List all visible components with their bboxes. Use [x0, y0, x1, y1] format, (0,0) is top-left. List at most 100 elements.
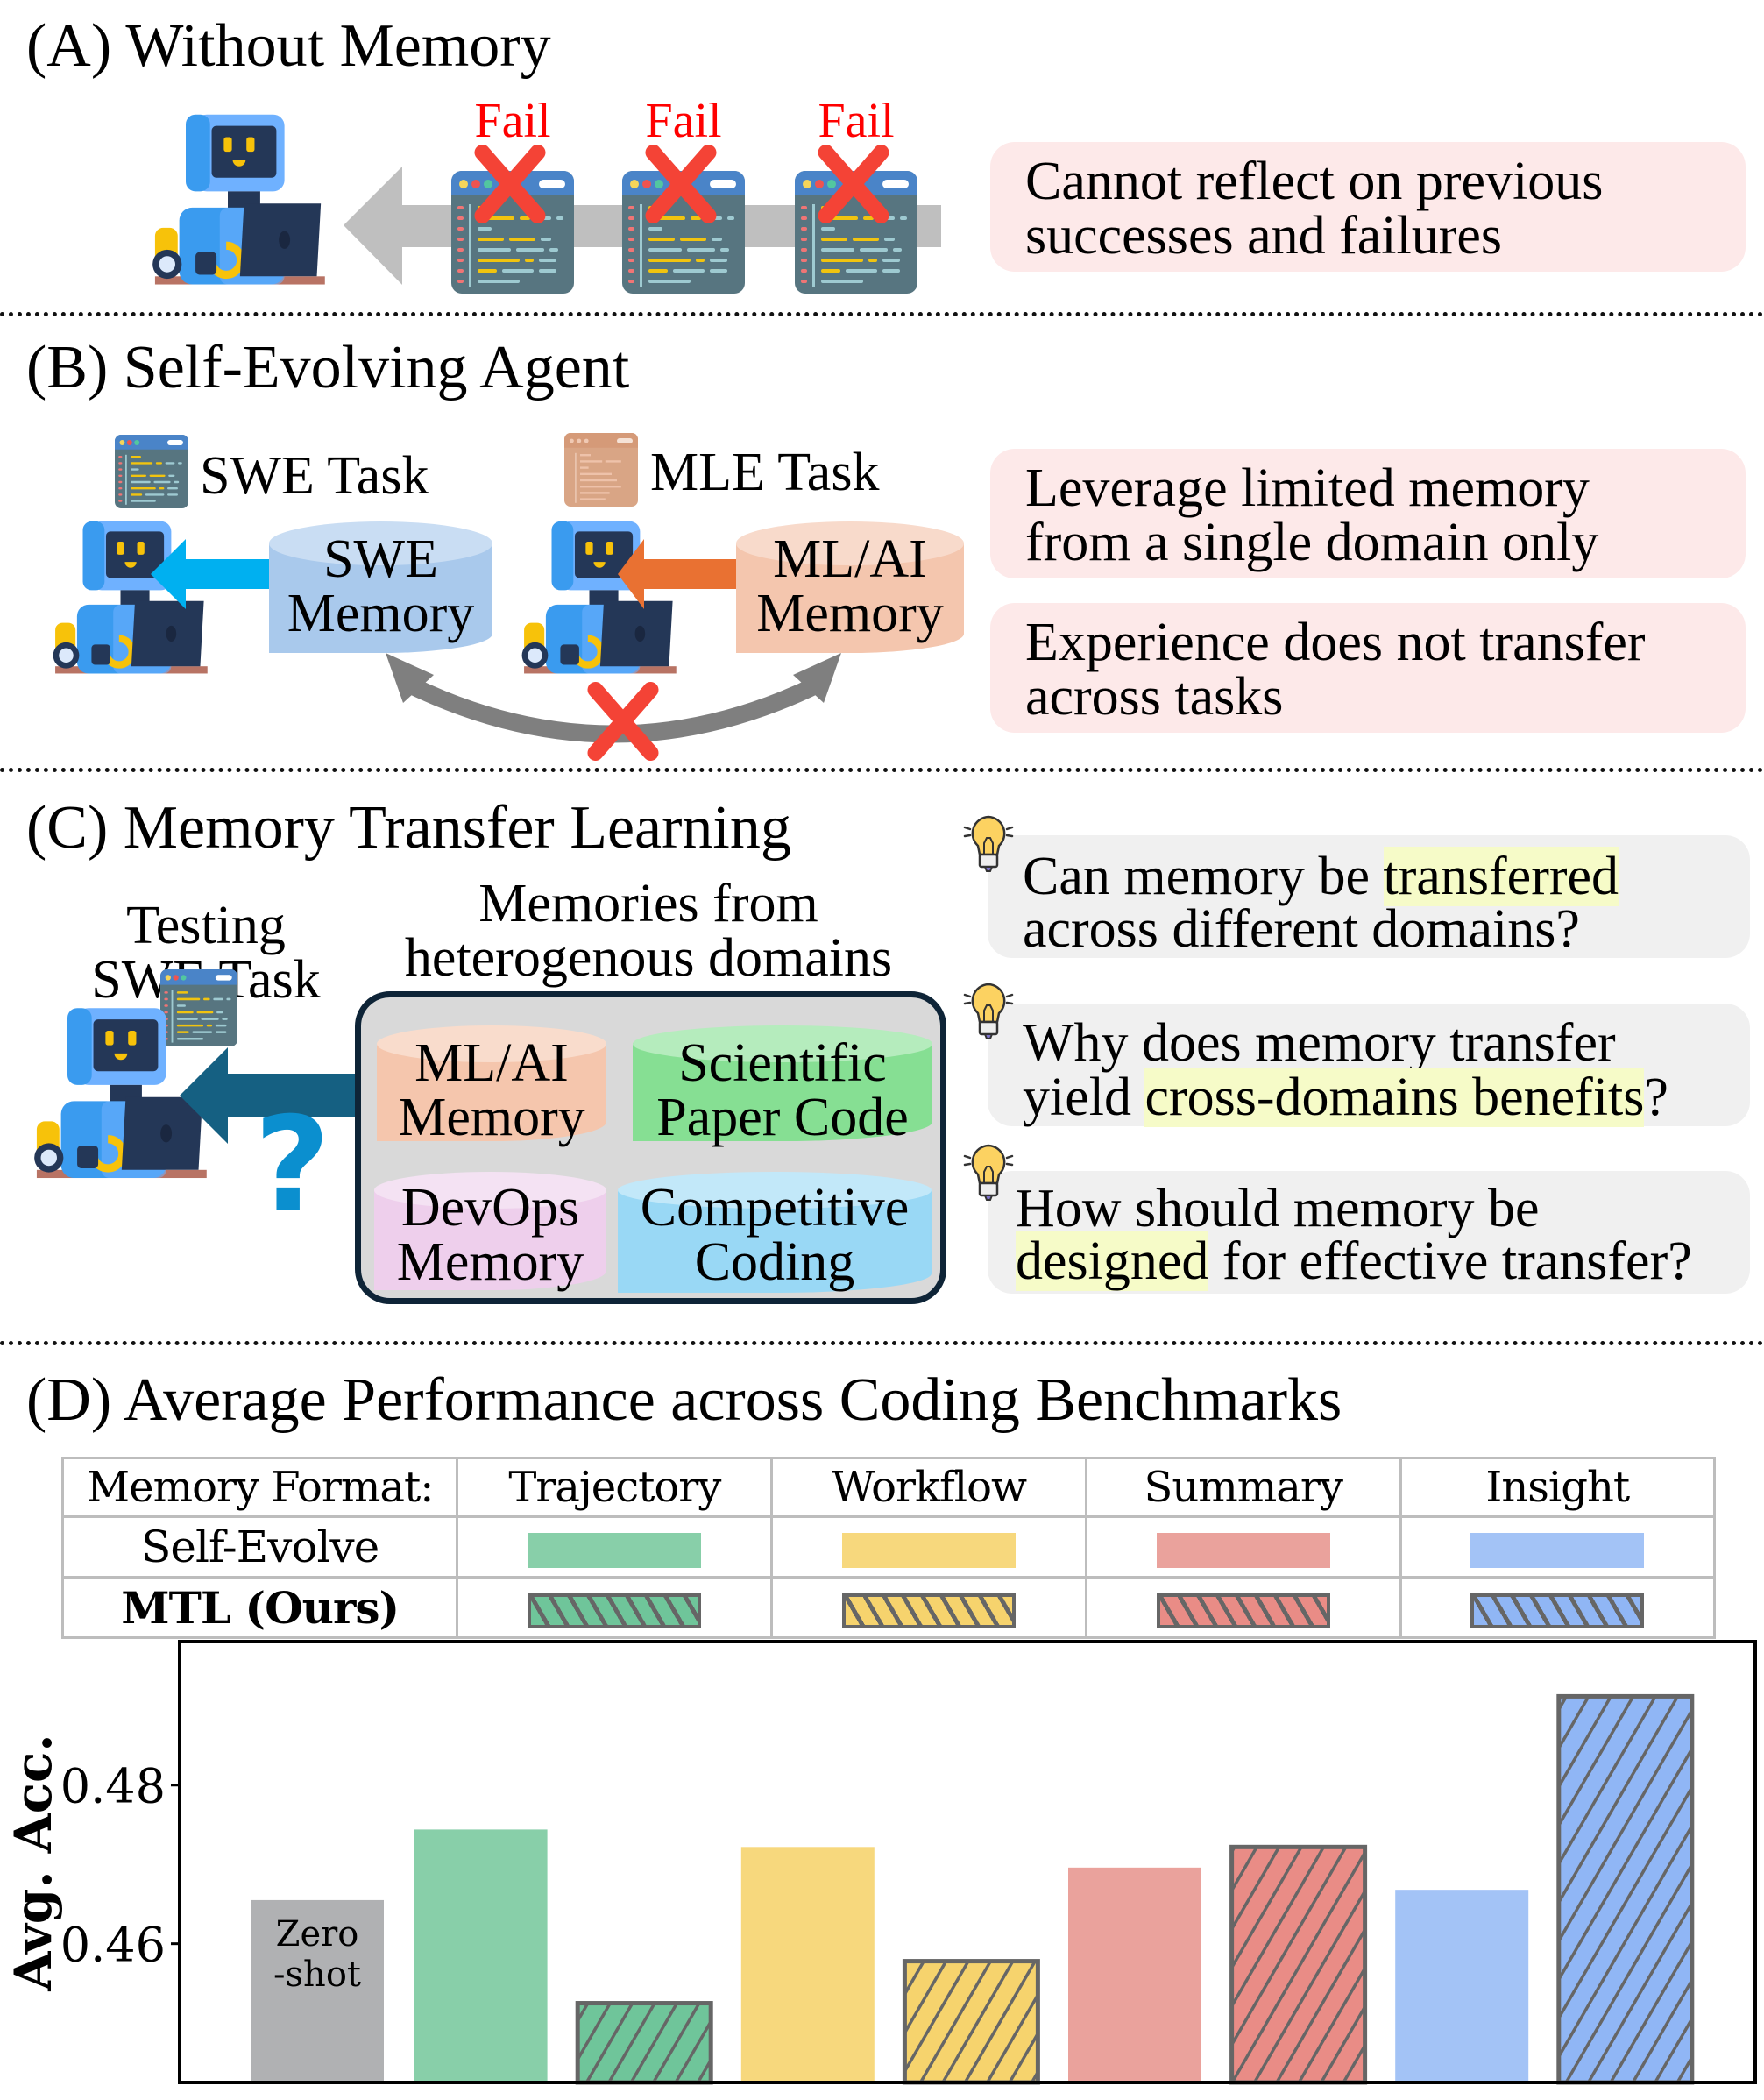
legend-format: Summary: [1084, 1457, 1402, 1518]
y-axis-label: Avg. Acc.: [4, 1734, 63, 1991]
code-window-icon: [115, 435, 188, 508]
code-window-orange-icon: [564, 433, 638, 507]
section-a-title: (A) Without Memory: [26, 12, 551, 80]
memory-label: DevOps: [400, 1178, 580, 1238]
legend-row-self-evolve: Self-Evolve: [60, 1515, 1717, 1579]
memory-label: Paper Code: [656, 1088, 909, 1147]
red-x-icon: [471, 145, 549, 223]
red-x-icon: [641, 145, 720, 223]
bar-zero-shot-zero-shot: [251, 1899, 384, 2082]
transfer-arrow-icon: [180, 1047, 364, 1144]
legend-swatch-cell: [456, 1576, 774, 1639]
legend-swatch-cell: [1084, 1515, 1402, 1579]
memory-label: Memory: [287, 584, 475, 643]
note-line: Experience does not transfer: [1025, 613, 1646, 672]
text: across different domains?: [1023, 899, 1580, 959]
memory-cylinder-mlai: ML/AI Memory: [377, 1025, 606, 1145]
text: Why does memory transfer: [1023, 1013, 1616, 1073]
memory-label: SWE: [323, 529, 438, 589]
lightbulb-icon: [962, 812, 1015, 876]
legend-row-mtl: MTL (Ours): [60, 1576, 1717, 1639]
question-line: across different domains?: [1023, 902, 1580, 957]
section-c-title: (C) Memory Transfer Learning: [26, 794, 791, 862]
question-mark: ?: [254, 1089, 331, 1242]
memory-label: Competitive: [640, 1178, 910, 1238]
y-tick-label: 0.46: [60, 1918, 166, 1973]
testing-label: Testing SWE Task: [74, 898, 337, 1007]
note-line: Cannot reflect on previous: [1025, 152, 1604, 211]
highlight: designed: [1016, 1231, 1209, 1291]
legend-swatch: [1156, 1533, 1330, 1568]
legend-swatch-cell: [1399, 1576, 1717, 1639]
memories-label-line: heterogenous domains: [404, 928, 893, 988]
legend-row-label: Self-Evolve: [60, 1515, 459, 1579]
limitation-note: Experience does not transfer across task…: [990, 603, 1746, 733]
legend-swatch-hatched: [528, 1593, 702, 1628]
memory-label: Scientific: [678, 1033, 887, 1093]
note-line: successes and failures: [1025, 206, 1503, 266]
legend-header: Memory Format:: [60, 1457, 459, 1518]
legend-table: Memory Format: Trajectory Workflow Summa…: [60, 1457, 1717, 1639]
note-line: across tasks: [1025, 667, 1284, 727]
research-question: How should memory be designed for effect…: [988, 1171, 1750, 1294]
memory-cylinder-competitive: Competitive Coding: [618, 1172, 932, 1293]
bar-hatch-overlay: [575, 2001, 713, 2085]
legend-format: Workflow: [770, 1457, 1087, 1518]
swe-memory-cylinder: SWE Memory: [269, 521, 492, 653]
bar-label: -shot: [273, 1955, 361, 1995]
note-line: from a single domain only: [1025, 513, 1599, 572]
question-line: Why does memory transfer: [1023, 1016, 1616, 1071]
memory-label: ML/AI: [414, 1033, 569, 1093]
text: yield: [1023, 1068, 1145, 1127]
bar-hatch-overlay: [1556, 1693, 1695, 2085]
bar-hatch-overlay: [902, 1959, 1040, 2085]
fail-label: Fail: [818, 94, 895, 148]
cylinder-top: [377, 1025, 606, 1062]
memory-cylinder-scientific: Scientific Paper Code: [633, 1025, 932, 1145]
memory-label: ML/AI: [773, 529, 927, 589]
legend-swatch-hatched: [1470, 1593, 1645, 1628]
orange-arrow-icon: [618, 539, 740, 609]
legend-header-row: Memory Format: Trajectory Workflow Summa…: [60, 1457, 1717, 1518]
red-x-icon: [584, 682, 662, 761]
question-line: yield cross-domains benefits?: [1023, 1068, 1668, 1127]
bar-trajectory-self-evolve: [414, 1829, 548, 2082]
memory-label: Memory: [396, 1232, 584, 1292]
red-x-icon: [814, 145, 893, 223]
highlight: transferred: [1383, 847, 1619, 906]
testing-label-line: Testing: [126, 896, 286, 955]
section-d-title: (D) Average Performance across Coding Be…: [26, 1366, 1342, 1434]
fail-label: Fail: [645, 94, 722, 148]
legend-swatch: [528, 1533, 702, 1568]
legend-swatch-hatched: [842, 1593, 1017, 1628]
y-tick-label: 0.48: [60, 1759, 166, 1814]
legend-format: Insight: [1399, 1457, 1717, 1518]
note-line: Leverage limited memory: [1025, 458, 1590, 518]
cylinder-top: [618, 1172, 932, 1209]
failed-attempt: Fail: [622, 96, 745, 145]
bar-chart: Zero-shot 0.460.48 Avg. Acc.: [4, 1640, 1757, 2085]
question-line: How should memory be: [1016, 1181, 1540, 1237]
legend-format: Trajectory: [456, 1457, 774, 1518]
highlight: cross-domains benefits: [1144, 1068, 1645, 1127]
research-question: Why does memory transfer yield cross-dom…: [988, 1004, 1750, 1127]
cylinder-top: [633, 1025, 932, 1062]
swe-task-label: SWE Task: [200, 446, 429, 506]
limitation-note: Cannot reflect on previous successes and…: [990, 142, 1746, 272]
memory-label: Memory: [398, 1088, 585, 1147]
memories-label: Memories from heterogenous domains: [377, 876, 920, 985]
lightbulb-icon: [962, 1141, 1015, 1204]
legend-swatch-hatched: [1156, 1593, 1330, 1628]
blue-arrow-icon: [151, 539, 273, 609]
legend-swatch-cell: [1084, 1576, 1402, 1639]
memory-label: Coding: [694, 1232, 855, 1292]
bar-hatch-overlay: [1229, 1844, 1368, 2085]
section-divider: [0, 1341, 1764, 1345]
legend-swatch-cell: [456, 1515, 774, 1579]
text: Can memory be: [1023, 847, 1384, 906]
legend-swatch-cell: [770, 1576, 1087, 1639]
legend-swatch-cell: [770, 1515, 1087, 1579]
question-line: designed for effective transfer?: [1016, 1231, 1692, 1291]
mlai-memory-cylinder: ML/AI Memory: [736, 521, 964, 653]
legend-row-label: MTL (Ours): [60, 1576, 459, 1639]
